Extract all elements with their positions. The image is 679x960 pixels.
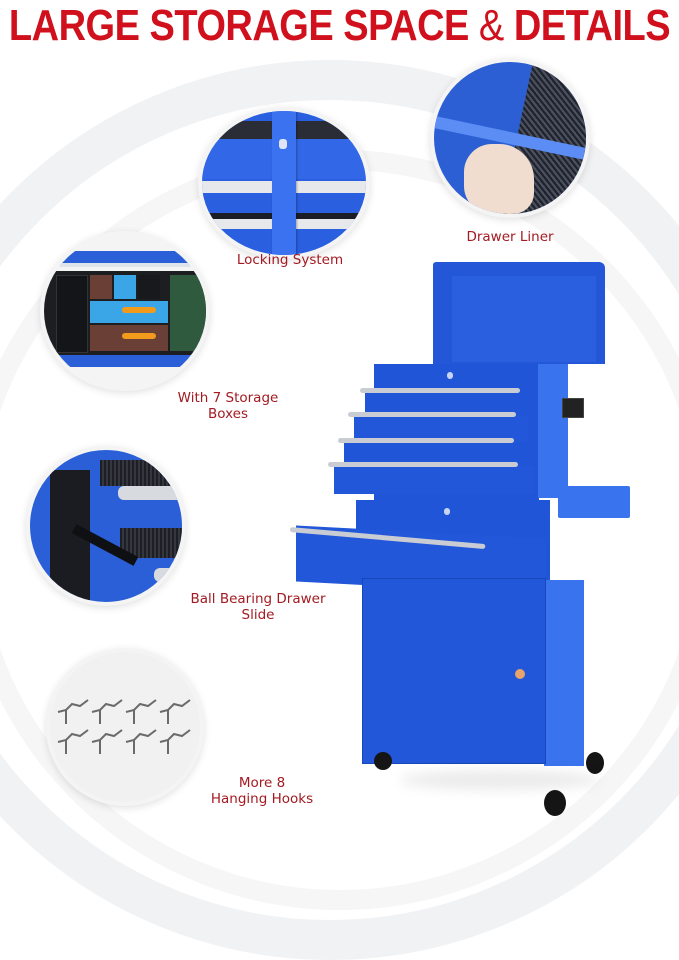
hanging-hooks-label-line1: More 8 — [238, 775, 286, 791]
title-ampersand: & — [478, 2, 504, 51]
drawer-handle-1 — [360, 388, 520, 393]
pliers-icon — [122, 333, 156, 339]
locking-system-label: Locking System — [236, 252, 344, 268]
tool-chest-illustration — [289, 262, 630, 816]
top-drawer-4 — [334, 466, 534, 494]
hanging-hooks-label-line2: Hanging Hooks — [210, 791, 314, 807]
drawer-handle-4 — [328, 462, 518, 467]
box-green — [170, 275, 206, 351]
box-blue — [114, 275, 136, 299]
drawer-rail-light — [44, 263, 206, 267]
lock-keyhole-icon — [279, 139, 287, 149]
drawer-slide-photo — [26, 446, 186, 606]
lower-cabinet-side — [544, 580, 584, 766]
caster-wheel — [374, 752, 392, 770]
storage-boxes-label: With 7 Storage Boxes — [160, 390, 296, 422]
caster-wheel — [586, 752, 604, 774]
lock-bar — [272, 111, 296, 255]
lock-icon — [444, 508, 450, 515]
pliers-icon — [122, 307, 156, 313]
drawer-handle-2 — [348, 412, 516, 417]
side-handle-icon — [562, 398, 584, 418]
drawer-handle-3 — [338, 438, 514, 443]
drawer-handle — [154, 568, 182, 582]
drawer-bottom-rail — [44, 355, 206, 367]
door-knob-icon — [515, 669, 525, 679]
lock-icon — [447, 372, 453, 379]
page-title: LARGE STORAGE SPACE & DETAILS — [0, 2, 679, 51]
floor-shadow — [400, 770, 600, 790]
drawer-top-rail — [44, 251, 206, 265]
ball-bearing-label: Ball Bearing Drawer Slide — [164, 591, 352, 623]
locking-system-photo — [198, 107, 370, 259]
top-chest-side — [538, 364, 568, 498]
caster-wheel — [544, 790, 566, 816]
box-black-small — [138, 275, 160, 299]
storage-boxes-photo — [40, 231, 210, 391]
drawer-mesh — [100, 460, 182, 486]
side-tray — [558, 486, 630, 518]
ball-bearing-label-line2: Slide — [241, 607, 275, 623]
storage-boxes-label-line2: Boxes — [207, 406, 249, 422]
box-brown — [90, 275, 112, 299]
ball-bearing-label-line1: Ball Bearing Drawer — [190, 591, 326, 607]
chest-lid-inner — [452, 276, 596, 362]
hanging-hooks-label: More 8 Hanging Hooks — [196, 775, 328, 807]
hanging-hooks-photo — [46, 648, 204, 806]
title-part1: LARGE STORAGE SPACE — [8, 2, 479, 51]
box-black — [56, 275, 88, 353]
top-drawer-2 — [354, 416, 528, 442]
drawer-handle — [118, 486, 182, 500]
drawer-liner-photo — [430, 58, 590, 218]
storage-boxes-label-line1: With 7 Storage — [177, 390, 279, 406]
hand-icon — [464, 144, 534, 214]
hooks-icon — [57, 699, 191, 755]
title-part2: DETAILS — [503, 2, 671, 51]
drawer-liner-label: Drawer Liner — [466, 229, 554, 245]
